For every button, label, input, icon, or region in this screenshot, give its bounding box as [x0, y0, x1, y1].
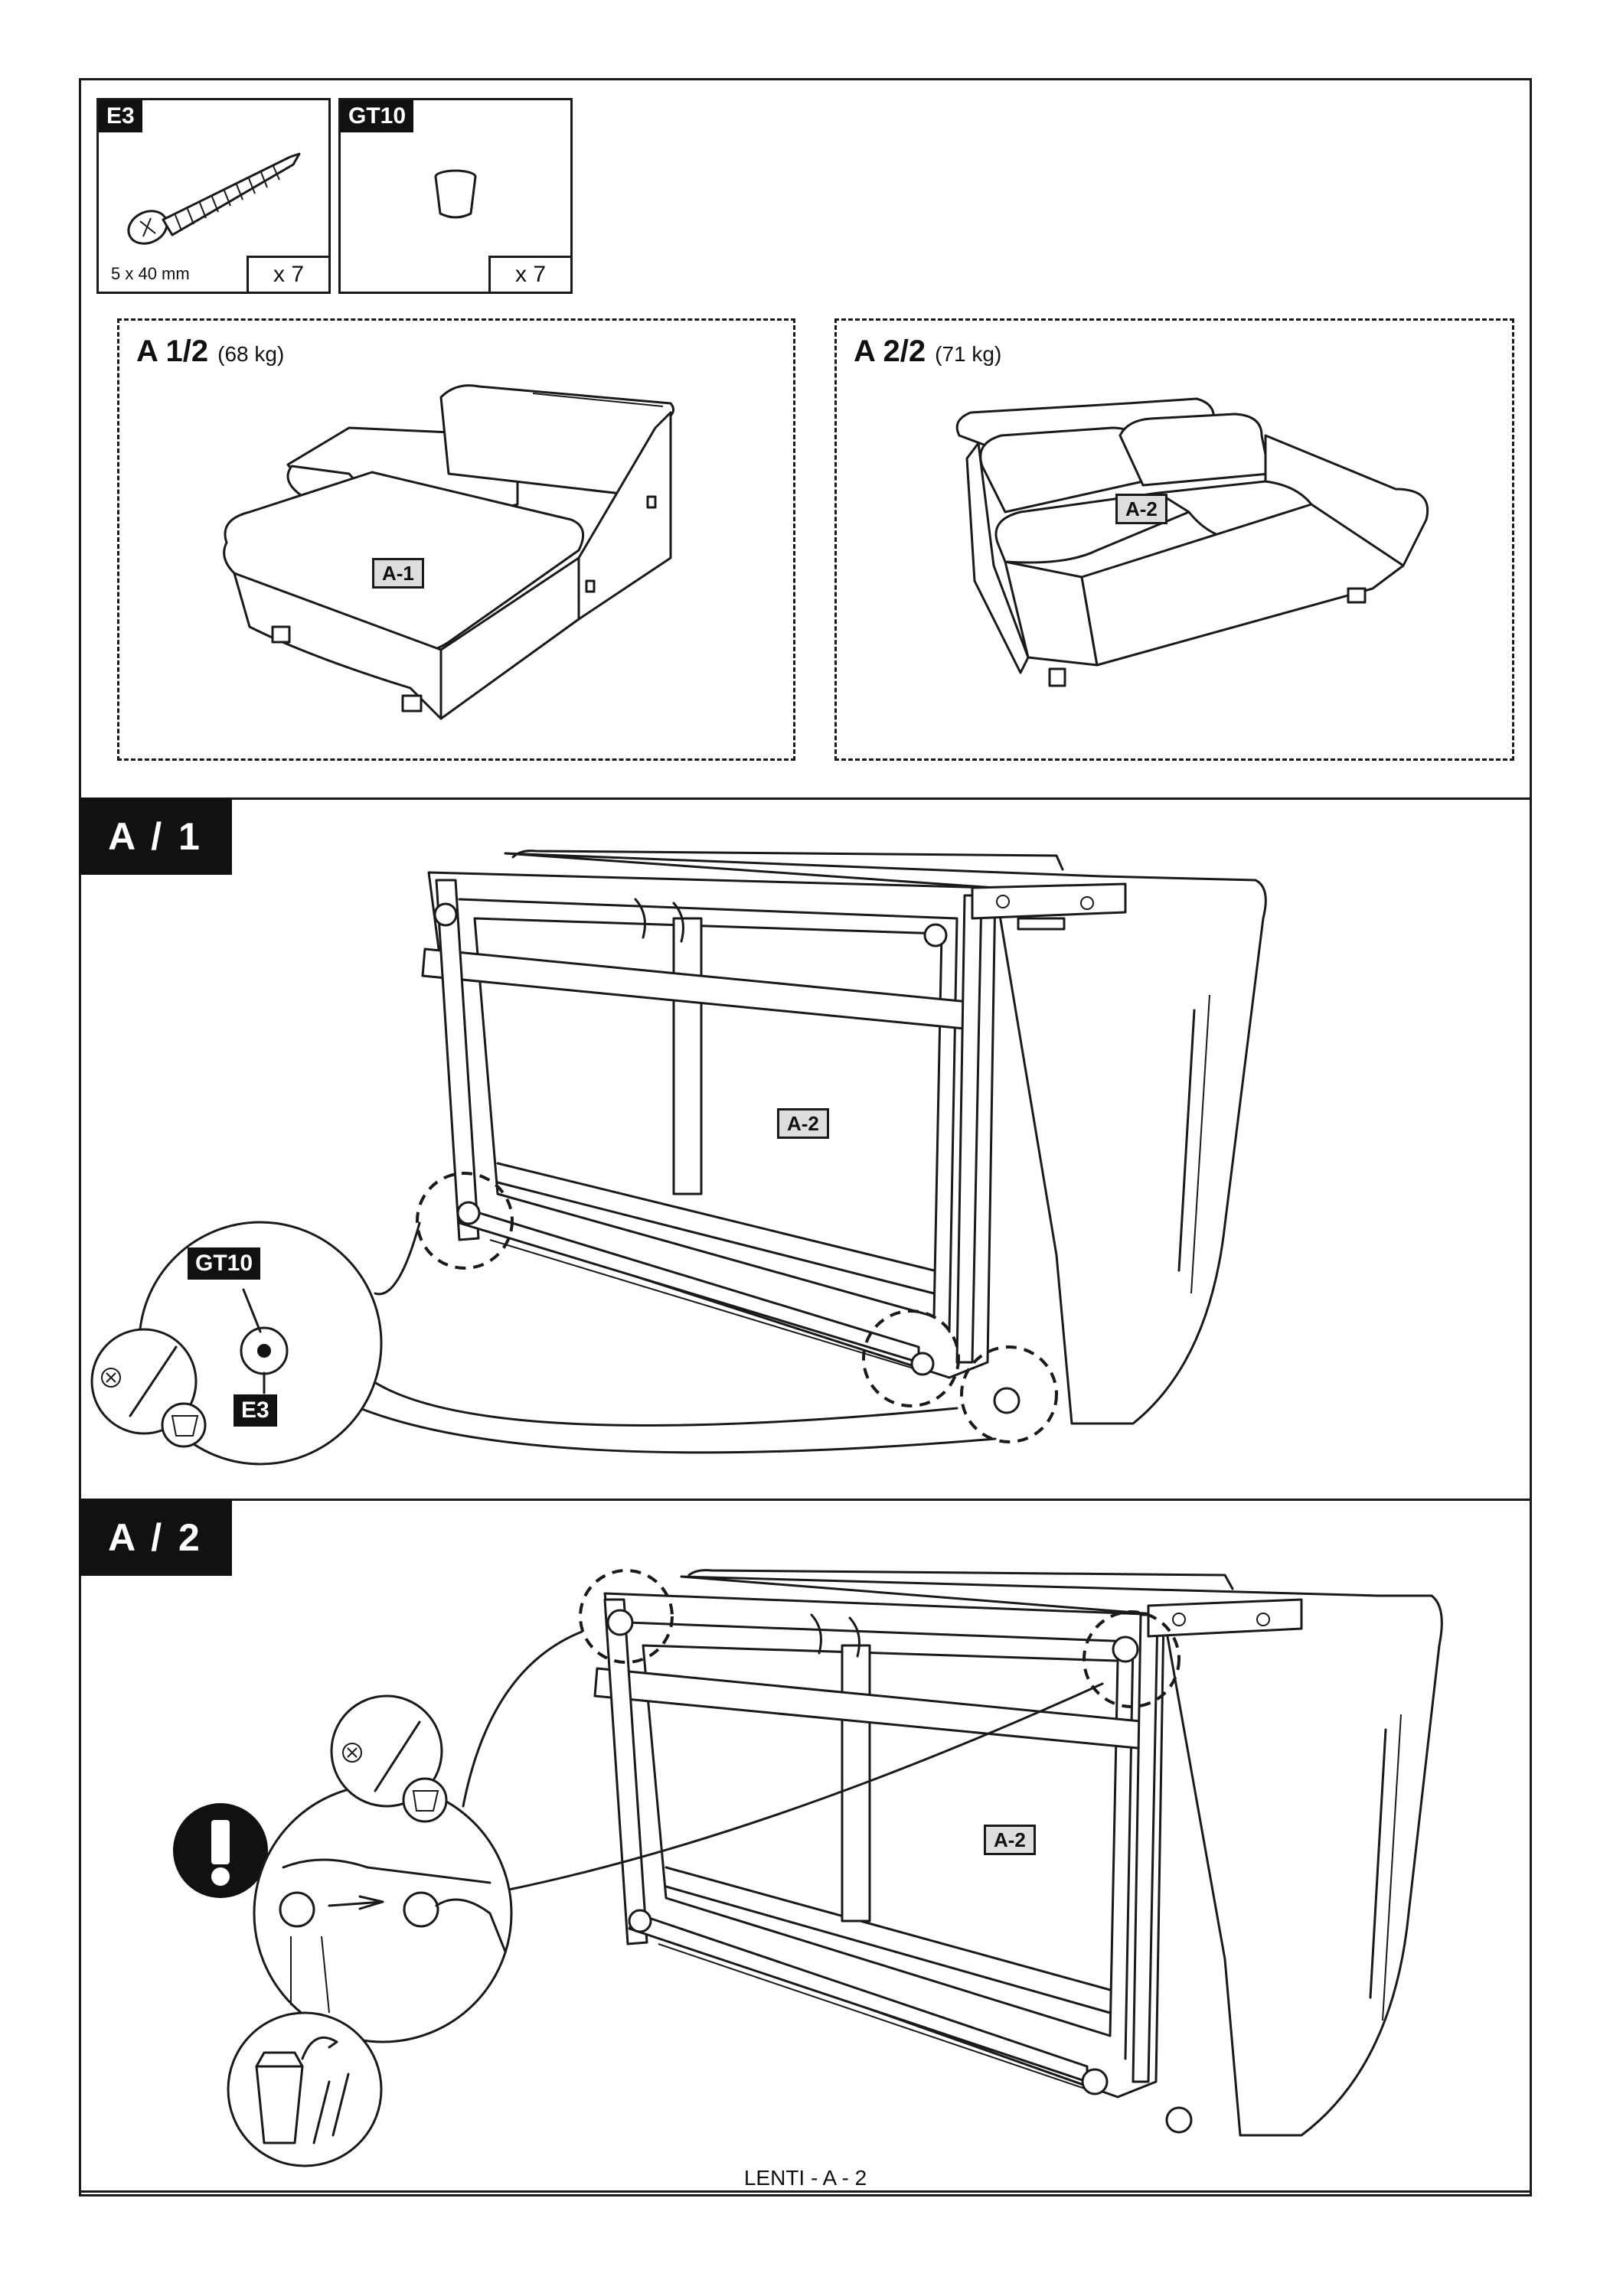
module-label-a2: A-2: [1115, 494, 1167, 524]
part-card-gt10: GT10 x 7: [338, 98, 573, 294]
part-dimension-e3: 5 x 40 mm: [111, 264, 190, 283]
page-footer: LENTI - A - 2: [743, 2166, 867, 2190]
module-title-a2: A 2/2(71 kg): [854, 334, 1002, 368]
section-divider-2: [79, 1499, 1532, 1501]
callout-label-e3: E3: [233, 1394, 277, 1427]
screw-icon: [127, 152, 301, 245]
page-frame: [79, 78, 1532, 2197]
glide-icon: [434, 169, 477, 219]
sofa-module-illustration: [955, 397, 1429, 687]
step-a1-module-label: A-2: [777, 1108, 829, 1139]
callout-label-gt10: GT10: [188, 1247, 261, 1280]
module-card-a1: A 1/2(68 kg) A-1: [117, 318, 795, 761]
step-tab-a1: A / 1: [79, 798, 232, 875]
step-tab-a2: A / 2: [79, 1499, 232, 1576]
module-label-a1: A-1: [372, 558, 424, 589]
module-card-a2: A 2/2(71 kg) A-2: [834, 318, 1514, 761]
part-code-e3: E3: [99, 100, 142, 132]
part-card-e3: E3 5 x 40 mm x 7: [96, 98, 331, 294]
step-a2-module-label: A-2: [984, 1825, 1036, 1855]
part-code-gt10: GT10: [341, 100, 414, 132]
part-quantity-e3: x 7: [247, 256, 331, 294]
part-quantity-gt10: x 7: [488, 256, 573, 294]
module-title-a1: A 1/2(68 kg): [136, 334, 285, 368]
footer-divider: [79, 2190, 1532, 2193]
section-divider-1: [79, 797, 1532, 800]
